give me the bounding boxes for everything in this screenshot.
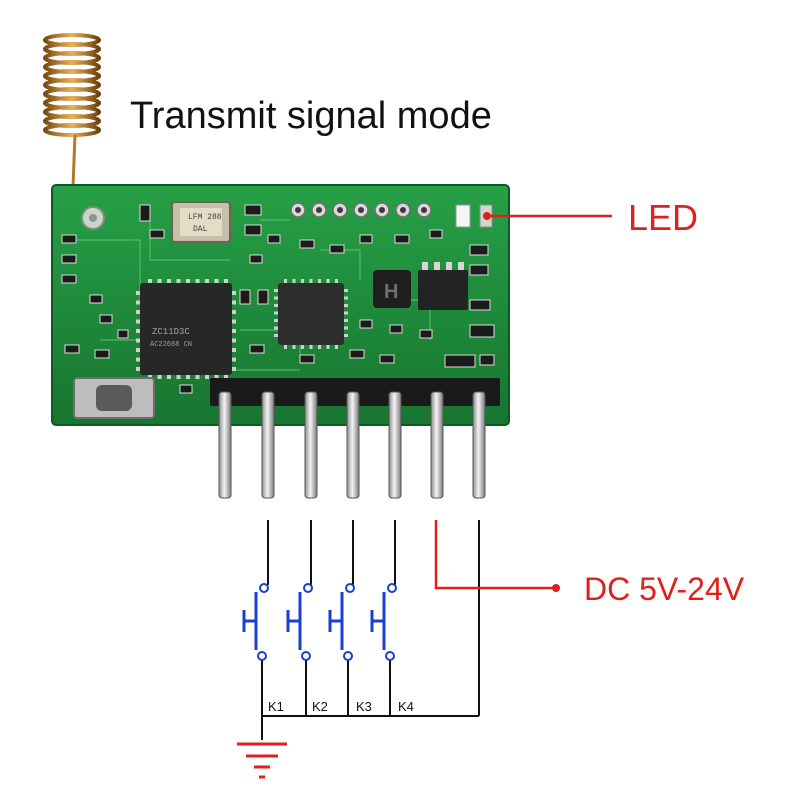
smd-component xyxy=(94,349,110,359)
header-pin xyxy=(346,391,360,499)
smd-component xyxy=(179,384,193,394)
switch-wiring xyxy=(261,520,480,740)
inductor-label: H xyxy=(384,281,398,303)
key-label-4: K4 xyxy=(398,699,414,714)
smd-component xyxy=(61,254,77,264)
led-callout: LED xyxy=(483,197,698,238)
smd-component xyxy=(394,234,410,244)
push-switch xyxy=(286,583,313,661)
smd-component xyxy=(444,354,476,368)
power-callout: DC 5V-24V xyxy=(434,520,745,607)
smd-component xyxy=(267,234,281,244)
smd-component xyxy=(359,234,373,244)
smd-component xyxy=(419,329,433,339)
smd-component xyxy=(389,324,403,334)
push-switch xyxy=(328,583,355,661)
main-ic-sublabel: AC22688 CN xyxy=(150,341,192,349)
smd-component xyxy=(299,354,315,364)
inductor xyxy=(373,270,411,308)
push-switch xyxy=(370,583,397,661)
header-pins xyxy=(218,391,486,499)
smd-component xyxy=(61,234,77,244)
decoder-ic-chip xyxy=(278,283,344,345)
smd-component xyxy=(257,289,269,305)
smd-component xyxy=(244,224,262,236)
smd-component xyxy=(349,349,365,359)
smd-component xyxy=(329,244,345,254)
header-pads-top xyxy=(290,202,432,218)
smd-component xyxy=(429,229,443,239)
smd-component xyxy=(64,344,80,354)
header-pin xyxy=(430,391,444,499)
key-label-1: K1 xyxy=(268,699,284,714)
header-pin xyxy=(218,391,232,499)
diagram-title: Transmit signal mode xyxy=(130,95,492,137)
smd-component xyxy=(469,244,489,256)
ground-symbol xyxy=(237,742,287,779)
crystal-label-1: LFM 288 xyxy=(188,213,222,222)
led-callout-label: LED xyxy=(628,197,698,238)
smd-component xyxy=(249,344,265,354)
header-pin xyxy=(304,391,318,499)
smd-component xyxy=(89,294,103,304)
smd-component xyxy=(469,264,489,276)
main-ic-chip xyxy=(140,283,232,375)
smd-component xyxy=(149,229,165,239)
smd-component xyxy=(117,329,129,339)
antenna-coil xyxy=(43,33,101,213)
header-pin xyxy=(388,391,402,499)
header-pin xyxy=(261,391,275,499)
smd-component xyxy=(359,319,373,329)
push-switches xyxy=(242,583,397,661)
smd-component xyxy=(479,354,495,366)
smd-component xyxy=(244,204,262,216)
smd-component xyxy=(239,289,251,305)
key-labels: K1 K2 K3 K4 xyxy=(268,699,414,714)
power-callout-label: DC 5V-24V xyxy=(584,571,745,607)
push-switch xyxy=(242,583,269,661)
key-label-2: K2 xyxy=(312,699,328,714)
smd-component xyxy=(99,314,113,324)
regulator-ic xyxy=(418,270,468,310)
learn-button[interactable] xyxy=(73,377,155,419)
smd-component xyxy=(139,204,151,222)
smd-component xyxy=(469,324,495,338)
rf-receiver-module: LFM 288 DAL ZC11D3C AC22688 CN H xyxy=(51,184,510,426)
smd-component xyxy=(249,254,263,264)
status-led xyxy=(455,204,471,228)
smd-component xyxy=(469,299,491,311)
main-ic-label: ZC11D3C xyxy=(152,327,190,337)
smd-component xyxy=(379,354,395,364)
smd-component xyxy=(61,274,77,284)
crystal-label-2: DAL xyxy=(193,225,208,234)
coil-turn xyxy=(43,123,101,137)
smd-component xyxy=(299,239,315,249)
header-pin xyxy=(472,391,486,499)
key-label-3: K3 xyxy=(356,699,372,714)
